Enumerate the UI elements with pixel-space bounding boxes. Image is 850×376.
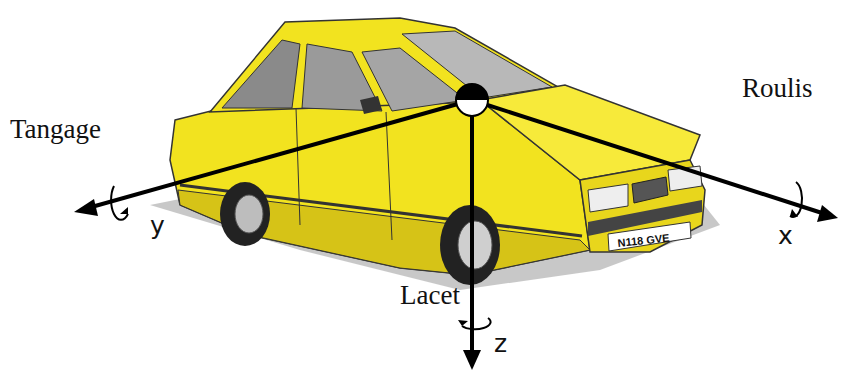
axis-name: Lacet xyxy=(400,281,460,311)
axis-name: Tangage xyxy=(10,115,101,145)
axis-letter: z xyxy=(494,330,507,358)
axis-letter: x xyxy=(778,222,793,250)
axis-letter: y xyxy=(150,212,165,240)
axis-name: Roulis xyxy=(742,74,813,104)
